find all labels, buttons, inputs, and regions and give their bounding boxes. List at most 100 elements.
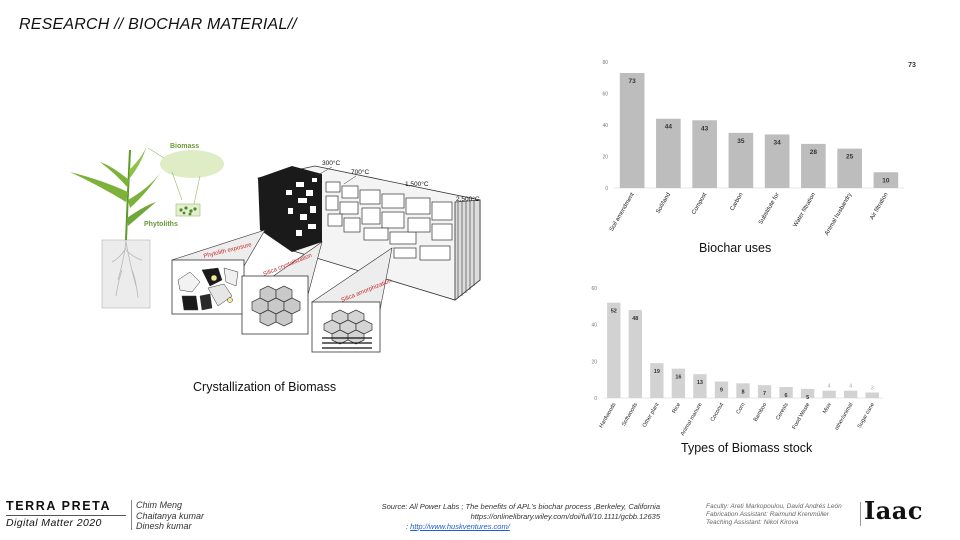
- slide-title: RESEARCH // BIOCHAR MATERIAL//: [19, 16, 297, 33]
- bar-value-label: 4: [828, 384, 831, 390]
- logo-divider: [860, 502, 861, 526]
- category-label: Cereals: [775, 402, 790, 422]
- category-label: Air filtration: [869, 192, 889, 221]
- category-label: Corn: [736, 402, 747, 415]
- authors-list: Chim Meng Chaitanya kumar Dinesh kumar: [136, 500, 204, 532]
- bar: [692, 120, 717, 188]
- bar: [728, 132, 754, 188]
- category-label: Carbon: [730, 192, 745, 212]
- category-label: Rice: [671, 402, 682, 415]
- category-label: Bamboo: [753, 402, 768, 423]
- biomass-ellipse: [160, 150, 224, 178]
- bar-value-label: 5: [806, 395, 809, 401]
- bar-value-label: 35: [737, 138, 745, 145]
- y-tick-label: 0: [605, 186, 608, 192]
- faculty-line: Faculty: Areti Markopoulou, David Andrés…: [706, 503, 842, 510]
- bar-value-label: 16: [675, 375, 681, 381]
- category-label: Food Waste: [791, 402, 811, 431]
- category-label: other/animal: [834, 402, 854, 431]
- bar: [873, 172, 899, 188]
- faculty-line: Fabrication Assistant: Raimund Krenmülle…: [706, 511, 829, 519]
- bar: [800, 388, 815, 398]
- crystallization-caption: Crystallization of Biomass: [193, 380, 337, 394]
- faculty-line: Teaching Assistant: Nikol Kirova: [706, 519, 799, 527]
- bar-value-label: 25: [846, 154, 854, 161]
- y-tick-label: 20: [591, 359, 597, 365]
- bar-value-label: 19: [654, 369, 660, 375]
- root-icon: [111, 239, 143, 299]
- brand-name: TERRA PRETA: [6, 499, 112, 513]
- crystallization-diagram: Biomass Phytoliths: [70, 140, 481, 353]
- phytolith-sample: [175, 203, 201, 217]
- brand-subtitle: Digital Matter 2020: [6, 517, 102, 529]
- category-label: Soil amendment: [609, 192, 636, 233]
- author-name: Dinesh kumar: [136, 521, 192, 531]
- category-label: Water filtration: [793, 192, 817, 228]
- biomass-label: Biomass: [170, 143, 199, 150]
- bar-value-label: 6: [785, 393, 788, 399]
- bar-value-label: 9: [720, 388, 723, 394]
- author-name: Chaitanya kumar: [136, 510, 205, 521]
- bar: [628, 310, 642, 398]
- category-label: Animal husbandry: [824, 192, 853, 237]
- y-tick-label: 0: [594, 396, 597, 402]
- phytoliths-label: Phytoliths: [144, 221, 178, 228]
- bar-value-label: 3: [871, 386, 874, 392]
- bar-value-label: 10: [882, 177, 890, 184]
- category-label: Compost: [691, 192, 708, 216]
- plant-icon: [70, 140, 162, 241]
- faculty-credits: Faculty: Areti Markopoulou, David Andrés…: [706, 503, 842, 528]
- bar: [671, 368, 686, 398]
- bar-value-label: 73: [629, 78, 637, 85]
- bar-value-label: 34: [774, 139, 782, 146]
- source-line: https://onlinelibrary.wiley.com/doi/full…: [470, 512, 660, 521]
- bar-value-label: 4: [849, 384, 852, 390]
- bar: [656, 118, 681, 188]
- y-tick-label: 60: [602, 92, 608, 98]
- bar: [757, 385, 772, 398]
- bar-value-label: 48: [632, 316, 638, 322]
- y-tick-label: 20: [602, 155, 608, 161]
- bar: [650, 363, 664, 398]
- source-line: Source: All Power Labs ; The benefits of…: [381, 502, 660, 511]
- biomass-stock-caption: Types of Biomass stock: [681, 441, 813, 455]
- corner-value-mark: 73: [908, 62, 916, 69]
- category-label: Substitute for: [758, 192, 781, 226]
- bar: [714, 381, 729, 398]
- iaac-logo: Iaac: [864, 496, 923, 525]
- source-citation: Source: All Power Labs ; The benefits of…: [300, 502, 660, 532]
- heat-layers: [257, 165, 481, 301]
- category-label: Animal manure: [680, 402, 704, 437]
- bar: [844, 390, 858, 398]
- temp-1500-label: 1,500°C: [405, 180, 429, 188]
- temp-300-label: 300°C: [322, 159, 340, 167]
- soil-block: [101, 239, 151, 309]
- bar: [865, 392, 879, 398]
- bar: [607, 302, 621, 398]
- brand-divider: [131, 500, 132, 530]
- bar-value-label: 52: [611, 309, 617, 315]
- bar-value-label: 8: [741, 389, 744, 395]
- y-tick-label: 40: [602, 123, 608, 129]
- bar: [822, 390, 836, 398]
- bar: [736, 383, 750, 398]
- category-label: Coconut: [710, 402, 726, 423]
- bar: [837, 148, 862, 188]
- bar: [764, 134, 790, 188]
- bar: [779, 387, 793, 398]
- category-label: Sugar cane: [857, 402, 876, 429]
- bar: [801, 143, 826, 188]
- bar-value-label: 7: [763, 391, 766, 397]
- temp-2500-label: 2,500°C: [456, 195, 480, 203]
- brand-underline: [6, 515, 126, 516]
- category-label: Soil/land: [655, 192, 672, 215]
- bar: [619, 73, 645, 188]
- category-label: Softwoods: [621, 402, 639, 427]
- bar-value-label: 44: [665, 124, 673, 131]
- source-link[interactable]: http://www.huskventures.com/: [410, 522, 510, 531]
- biochar-uses-caption: Biochar uses: [699, 241, 772, 255]
- source-link-prefix: :: [406, 522, 411, 531]
- y-tick-label: 40: [591, 323, 597, 329]
